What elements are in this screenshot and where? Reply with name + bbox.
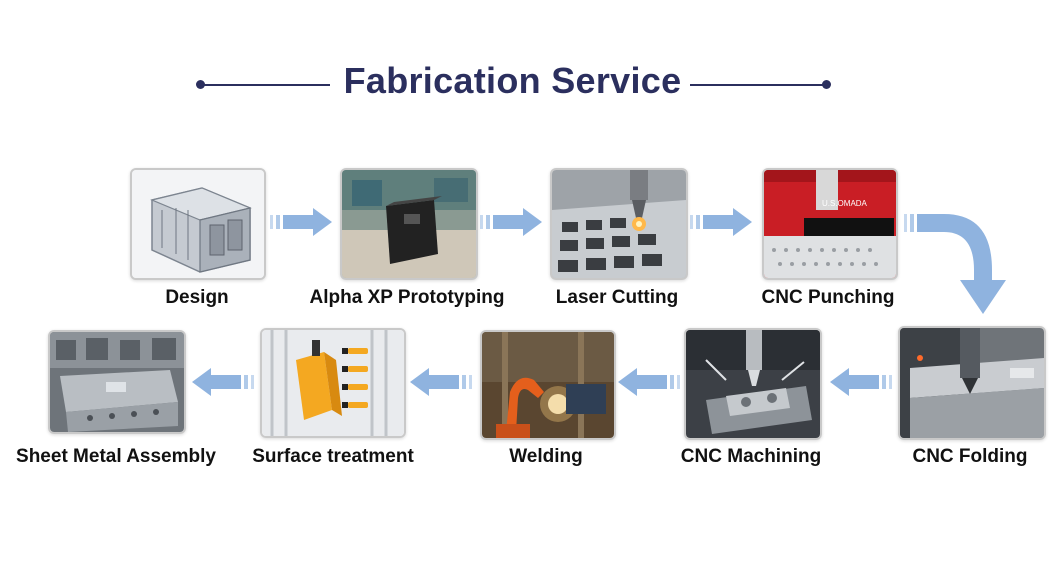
arrow-right-icon bbox=[270, 206, 334, 238]
step-label-laser-cutting: Laser Cutting bbox=[555, 287, 679, 308]
arrow-left-icon bbox=[408, 366, 472, 398]
title-area: Fabrication Service bbox=[0, 58, 1059, 108]
arrow-right-icon bbox=[690, 206, 754, 238]
arrow-right-icon bbox=[480, 206, 544, 238]
step-label-design: Design bbox=[165, 287, 229, 308]
arrow-left-icon bbox=[616, 366, 680, 398]
laser-cutting-image bbox=[550, 168, 688, 280]
step-label-surface-treatment: Surface treatment bbox=[252, 446, 414, 467]
cnc-punching-image: U.S.OMADA bbox=[762, 168, 898, 280]
curved-arrow-down-icon bbox=[904, 208, 1024, 318]
step-label-prototyping: Alpha XP Prototyping bbox=[309, 287, 505, 308]
page-title: Fabrication Service bbox=[343, 60, 682, 101]
step-label-cnc-punching: CNC Punching bbox=[761, 287, 895, 308]
step-label-sheet-metal-assembly: Sheet Metal Assembly bbox=[16, 446, 216, 467]
step-label-cnc-machining: CNC Machining bbox=[680, 446, 822, 467]
title-right-dot bbox=[822, 80, 831, 89]
cnc-machining-image bbox=[684, 328, 822, 440]
title-left-line bbox=[200, 84, 330, 86]
surface-treatment-image bbox=[260, 328, 406, 438]
prototyping-image bbox=[340, 168, 478, 280]
welding-image bbox=[480, 330, 616, 440]
arrow-left-icon bbox=[190, 366, 254, 398]
design-image bbox=[130, 168, 266, 280]
sheet-metal-assembly-image bbox=[48, 330, 186, 434]
step-label-welding: Welding bbox=[509, 446, 583, 467]
title-right-line bbox=[690, 84, 826, 86]
arrow-left-icon bbox=[828, 366, 892, 398]
punch-machine-text: U.S.OMADA bbox=[822, 199, 868, 208]
step-label-cnc-folding: CNC Folding bbox=[912, 446, 1028, 467]
cnc-folding-image bbox=[898, 326, 1046, 440]
